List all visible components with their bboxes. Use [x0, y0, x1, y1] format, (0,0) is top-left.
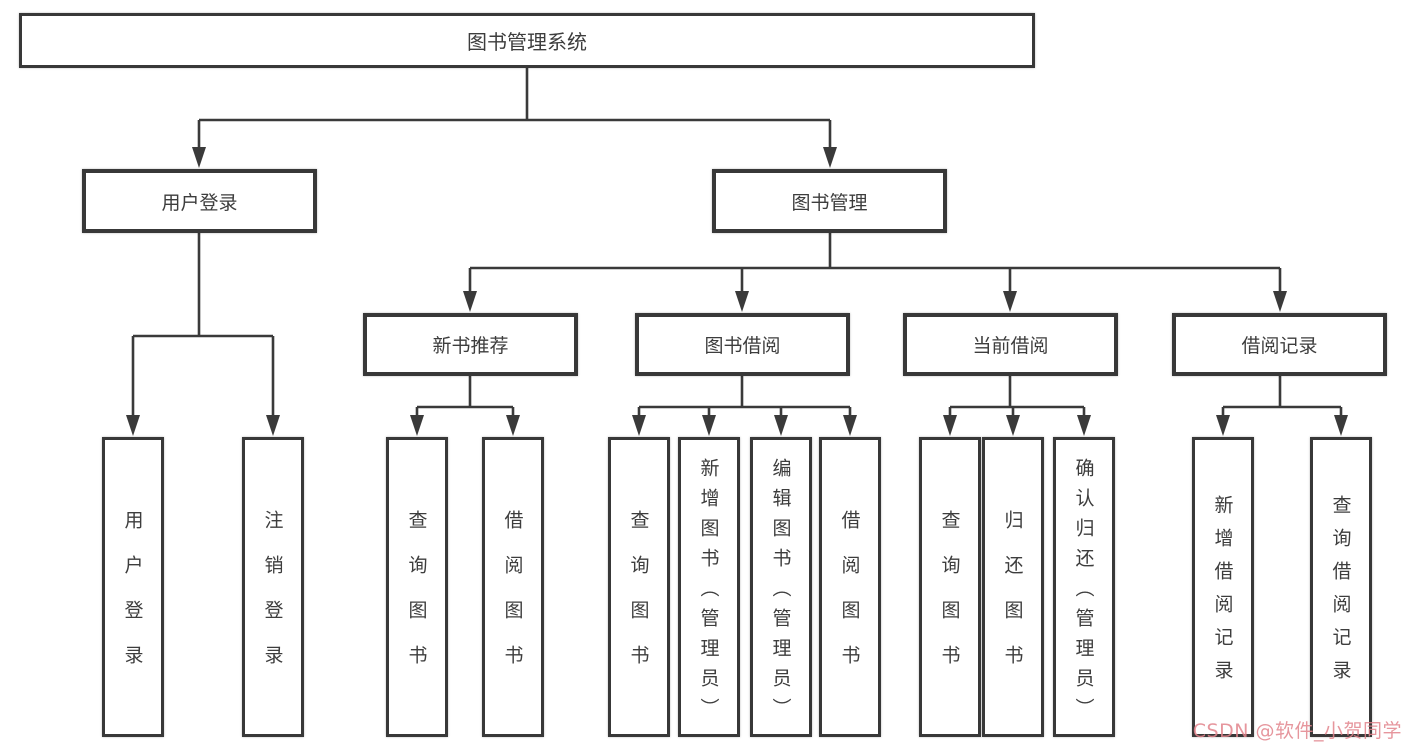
leaf-label: 新增借阅记录 [1211, 495, 1234, 693]
node-new-book-recommend: 新书推荐 [363, 313, 578, 376]
node-label: 新书推荐 [432, 335, 509, 357]
leaf-confirm-return-admin: 确认归还（管理员） [1053, 437, 1115, 737]
leaf-label: 借阅图书 [838, 510, 861, 690]
node-label: 用户登录 [161, 191, 238, 214]
leaf-logout: 注销登录 [242, 437, 304, 737]
node-book-management: 图书管理 [712, 169, 947, 233]
leaf-label: 查询图书 [938, 510, 961, 690]
leaf-label: 新增图书（管理员） [697, 457, 720, 728]
node-library-management-system: 图书管理系统 [19, 13, 1035, 68]
node-borrowing-records: 借阅记录 [1172, 313, 1387, 376]
node-label: 当前借阅 [972, 335, 1049, 357]
leaf-label: 查询图书 [405, 510, 428, 690]
leaf-label: 查询图书 [627, 510, 650, 690]
leaf-user-login: 用户登录 [102, 437, 164, 737]
leaf-label: 编辑图书（管理员） [769, 457, 792, 728]
leaf-borrow-books-recommend: 借阅图书 [482, 437, 544, 737]
leaf-query-books-recommend: 查询图书 [386, 437, 448, 737]
leaf-query-books-current: 查询图书 [919, 437, 981, 737]
leaf-add-borrow-record: 新增借阅记录 [1192, 437, 1254, 737]
node-current-borrowing: 当前借阅 [903, 313, 1118, 376]
node-label: 图书管理系统 [467, 30, 587, 54]
node-book-borrowing: 图书借阅 [635, 313, 850, 376]
leaf-label: 注销登录 [261, 510, 284, 690]
leaf-borrow-books: 借阅图书 [819, 437, 881, 737]
node-label: 图书借阅 [704, 335, 781, 357]
leaf-edit-books-admin: 编辑图书（管理员） [750, 437, 812, 737]
leaf-label: 借阅图书 [501, 510, 524, 690]
leaf-label: 查询借阅记录 [1329, 495, 1352, 693]
leaf-query-books-borrowing: 查询图书 [608, 437, 670, 737]
leaf-return-books: 归还图书 [982, 437, 1044, 737]
node-label: 图书管理 [791, 191, 868, 214]
leaf-query-borrow-record: 查询借阅记录 [1310, 437, 1372, 737]
leaf-add-books-admin: 新增图书（管理员） [678, 437, 740, 737]
leaf-label: 确认归还（管理员） [1072, 457, 1095, 728]
arrowheads [126, 147, 1348, 436]
node-label: 借阅记录 [1241, 335, 1318, 357]
leaf-label: 用户登录 [121, 510, 144, 690]
node-user-login: 用户登录 [82, 169, 317, 233]
leaf-label: 归还图书 [1001, 510, 1024, 690]
